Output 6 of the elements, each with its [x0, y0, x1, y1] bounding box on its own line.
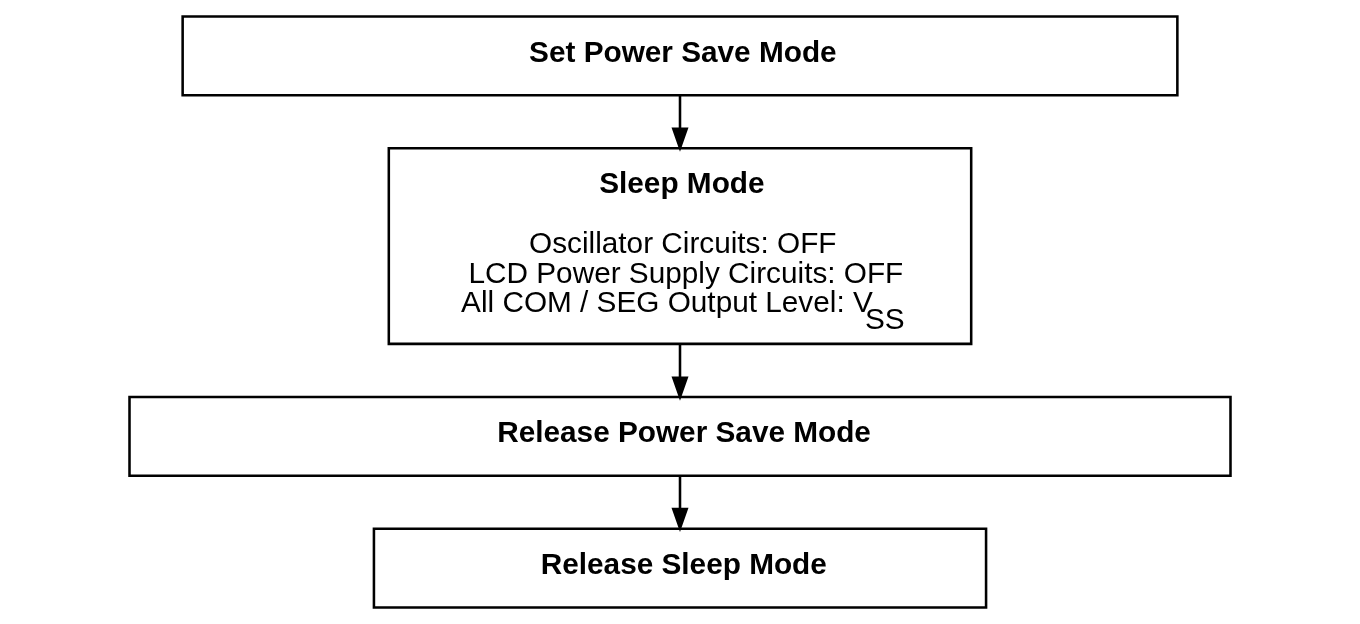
arrow: [671, 343, 689, 401]
arrow: [671, 95, 689, 152]
arrow: [671, 476, 689, 533]
node-box: Set Power Save Mode: [181, 15, 1179, 97]
node-box: Release Power Save Mode: [128, 395, 1232, 477]
node-box: Release Sleep Mode: [372, 527, 988, 609]
